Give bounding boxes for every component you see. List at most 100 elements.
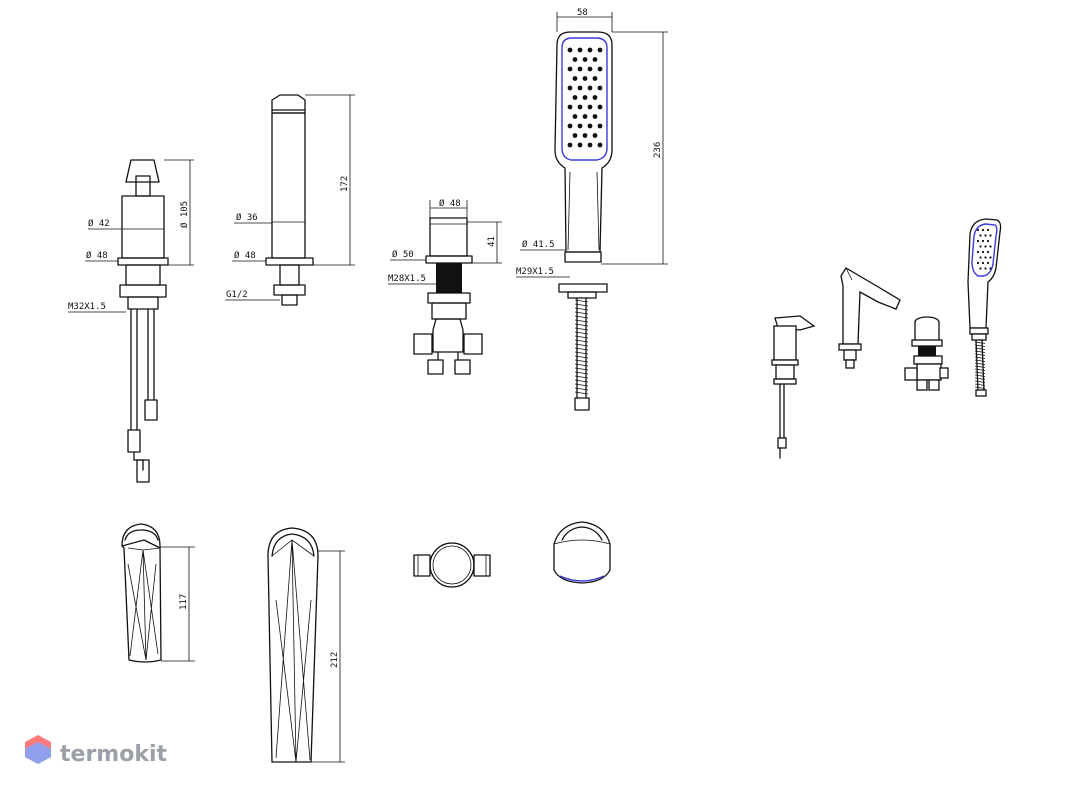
shower-nozzle bbox=[572, 57, 578, 62]
hose-ring bbox=[574, 311, 589, 315]
shower-nozzles bbox=[567, 47, 603, 148]
shower-nozzle bbox=[587, 47, 593, 53]
hose-ring bbox=[574, 383, 589, 387]
dim-d36: Ø 36 bbox=[236, 212, 258, 223]
mixer-hose-left bbox=[130, 308, 138, 431]
perspective-nozzle bbox=[979, 267, 982, 270]
diverter-port-bottom-left bbox=[427, 359, 444, 375]
perspective-nozzle bbox=[989, 245, 992, 248]
shower-nozzle bbox=[592, 133, 598, 138]
shower-nozzle bbox=[567, 66, 573, 72]
perspective-nozzle bbox=[979, 234, 982, 237]
shower-nozzle bbox=[587, 66, 593, 72]
mixer-hose-fitting-left bbox=[127, 429, 141, 453]
perspective-hose-ring bbox=[974, 347, 986, 350]
dim-h236: 236 bbox=[653, 142, 663, 158]
shower-hose-rings bbox=[574, 299, 589, 395]
mixer-lever bbox=[125, 159, 160, 183]
mixer-hose-right bbox=[147, 308, 155, 401]
mixer-body bbox=[121, 195, 165, 259]
hose-ring bbox=[574, 387, 589, 391]
dim-w58: 58 bbox=[577, 8, 588, 18]
dim-h212: 212 bbox=[330, 652, 340, 668]
shower-nozzle bbox=[597, 104, 603, 110]
perspective-nozzle bbox=[984, 256, 987, 259]
shower-nozzle bbox=[577, 104, 583, 110]
hose-ring bbox=[574, 327, 589, 331]
shower-nozzle bbox=[582, 95, 588, 100]
shower-nozzle bbox=[572, 76, 578, 81]
hose-ring bbox=[574, 323, 589, 327]
perspective-nozzle bbox=[981, 250, 985, 254]
hose-ring bbox=[574, 379, 589, 383]
shower-nozzle bbox=[597, 47, 603, 53]
shower-nozzle bbox=[587, 123, 593, 129]
perspective-hose-ring bbox=[974, 380, 986, 383]
spout-thread bbox=[281, 294, 298, 306]
shower-nozzle bbox=[577, 85, 583, 91]
hose-ring bbox=[574, 299, 589, 303]
perspective-nozzle bbox=[981, 228, 985, 232]
perspective-diverter bbox=[904, 316, 949, 391]
hose-ring bbox=[574, 339, 589, 343]
perspective-hose-ring bbox=[974, 371, 986, 374]
diverter-top-port-left bbox=[413, 554, 431, 577]
perspective-hose-ring bbox=[974, 350, 986, 353]
shower-nozzle bbox=[597, 85, 603, 91]
shower-nozzle bbox=[567, 104, 573, 110]
shower-nozzle bbox=[582, 76, 588, 81]
perspective-hose-ring bbox=[974, 383, 986, 386]
shower-nozzle bbox=[587, 85, 593, 91]
perspective-nozzle bbox=[989, 234, 992, 237]
mixer-bolt bbox=[127, 296, 159, 310]
mixer-side-view: 117 bbox=[121, 523, 195, 663]
shower-nozzle bbox=[577, 123, 583, 129]
perspective-set bbox=[771, 218, 1002, 459]
perspective-mixer bbox=[771, 315, 816, 459]
diverter-thread bbox=[436, 263, 462, 293]
spout-front-view: Ø 36 Ø 48 172 G1/2 bbox=[225, 94, 355, 306]
hose-ring bbox=[574, 343, 589, 347]
perspective-hose-ring bbox=[974, 374, 986, 377]
shower-face bbox=[561, 37, 608, 161]
perspective-shower-nozzles bbox=[976, 228, 992, 270]
perspective-hose-ring bbox=[974, 353, 986, 356]
dim-d48-c: Ø 48 bbox=[439, 198, 461, 209]
mixer-hose-fitting-right bbox=[144, 399, 158, 421]
mixer-nut bbox=[125, 264, 161, 286]
shower-nozzle bbox=[577, 142, 583, 148]
diverter-top-port-right bbox=[473, 554, 491, 577]
dim-d415: Ø 41.5 bbox=[522, 239, 555, 250]
hose-ring bbox=[574, 363, 589, 367]
shower-nozzle bbox=[597, 123, 603, 129]
perspective-nozzle bbox=[976, 239, 980, 243]
shower-top-view bbox=[553, 521, 611, 584]
diverter-port-bottom-right bbox=[454, 359, 471, 375]
perspective-nozzle bbox=[989, 267, 992, 270]
dim-d105: Ø 105 bbox=[179, 201, 190, 228]
mixer-flange bbox=[119, 284, 167, 298]
shower-nozzle bbox=[592, 57, 598, 62]
mixer-stem bbox=[135, 175, 151, 197]
perspective-nozzle bbox=[976, 261, 980, 265]
dim-d48-b: Ø 48 bbox=[234, 250, 256, 261]
shower-nozzle bbox=[592, 76, 598, 81]
dim-h41: 41 bbox=[487, 236, 497, 247]
diverter-port-right bbox=[463, 333, 483, 355]
perspective-nozzle bbox=[984, 245, 987, 248]
diverter-top-circle bbox=[429, 542, 475, 588]
perspective-hose-ring bbox=[974, 341, 986, 344]
dim-m28: M28X1.5 bbox=[388, 274, 426, 284]
diverter-base bbox=[425, 255, 473, 264]
perspective-nozzle bbox=[986, 261, 990, 265]
hose-ring bbox=[574, 315, 589, 319]
mixer-hose-end bbox=[136, 459, 150, 483]
dim-m29: M29X1.5 bbox=[516, 267, 554, 277]
perspective-spout bbox=[838, 267, 901, 369]
spout-side-body bbox=[267, 555, 319, 763]
diverter-port-left bbox=[413, 333, 433, 355]
shower-nozzle bbox=[587, 104, 593, 110]
spout-head bbox=[271, 94, 306, 111]
mixer-side-body bbox=[121, 523, 162, 663]
